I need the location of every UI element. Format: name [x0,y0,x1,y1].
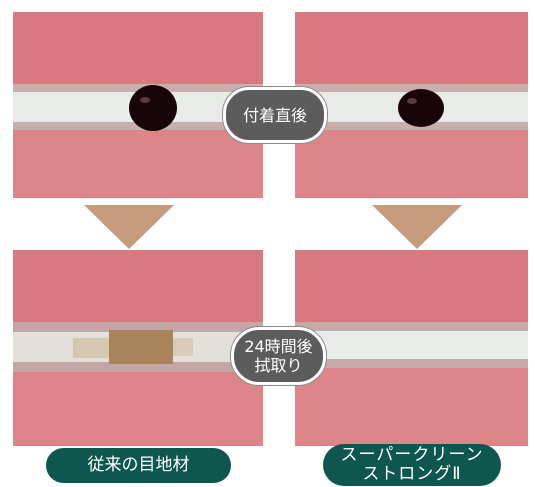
ink-drop [398,89,444,127]
label-after-24h: 24時間後 拭取り [231,327,326,385]
caption-conventional-grout: 従来の目地材 [46,448,231,483]
label-after-24h-line1: 24時間後 [244,337,313,356]
caption-superclean-line1: スーパークリーン [340,445,484,465]
label-immediately-after-text: 付着直後 [242,105,307,125]
caption-super-clean-strong: スーパークリーン ストロングⅡ [323,444,501,486]
down-arrow-icon [84,205,174,249]
ink-drop [129,85,177,131]
caption-superclean-line2: ストロングⅡ [362,464,462,484]
down-arrow-icon [372,205,462,249]
photo-conventional-immediately [13,12,263,198]
photo-superclean-immediately [295,12,528,198]
photo-conventional-after-24h [13,250,263,446]
label-immediately-after: 付着直後 [223,87,327,143]
caption-conventional-text: 従来の目地材 [87,455,190,475]
photo-superclean-after-24h [295,250,528,446]
grout-stain [73,330,193,364]
label-after-24h-line2: 拭取り [254,356,303,375]
